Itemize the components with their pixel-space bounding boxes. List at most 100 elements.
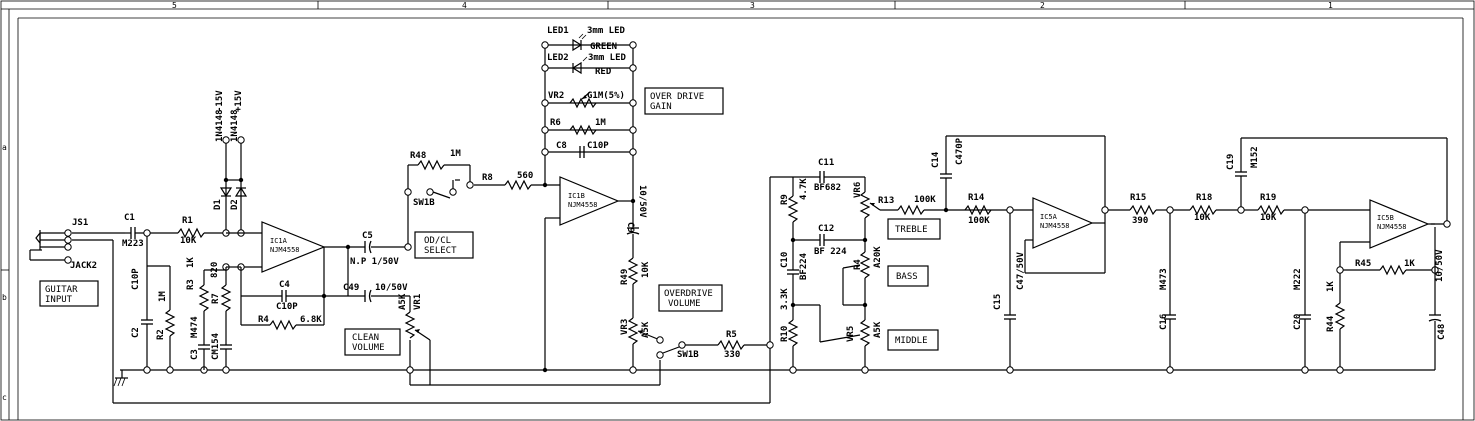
label-r14: R14 [968, 193, 985, 203]
label-m473: M473 [1159, 268, 1169, 290]
label-gain: GAIN [650, 102, 672, 112]
label-r6: R6 [550, 118, 561, 128]
label-c14: C14 [931, 151, 941, 168]
label-r1-value: 10K [180, 236, 197, 246]
label-ic5a-type: NJM4558 [1040, 222, 1070, 230]
label-r4-value: 6.8K [300, 315, 322, 325]
r14-resistor: R14 100K [943, 193, 1014, 226]
label-green: GREEN [590, 42, 617, 52]
label-r9-value: 4.7K [799, 178, 809, 200]
ic5b-opamp: IC5B NJM4558 R45 1K [1308, 138, 1451, 276]
label-r10: R10 [780, 326, 790, 342]
label-r7: R7 [211, 293, 221, 304]
ground-nodes [406, 366, 414, 374]
c48-capacitor: 10/50V C48 [1428, 223, 1447, 370]
label-jack2: JACK2 [70, 261, 97, 271]
border-col-5: 5 [172, 1, 177, 10]
border-col-2: 2 [1040, 1, 1045, 10]
label-c9-value: 10/50V [637, 185, 647, 218]
label-vr3-value: A5K [641, 321, 651, 338]
sw1b-upper-switch: SW1B OD/CL SELECT [404, 165, 474, 259]
vr1-potentiometer: A5K VR1 CLEAN VOLUME [344, 293, 431, 385]
label-c12-value: BF 224 [814, 247, 847, 257]
label-guitar: GUITAR [45, 285, 78, 295]
overdrive-feedback-network: LED1 3mm LED GREEN LED2 3mm LED RED VR2 … [541, 26, 724, 200]
label-c47: C47/50V [1016, 251, 1026, 290]
label-r4-bass: R4 [853, 259, 863, 270]
input-jack: JS1 JACK2 GUITAR INPUT [29, 218, 125, 307]
label-c15: C15 [993, 294, 1003, 310]
label-plus-15v: +15V [234, 90, 244, 112]
label-red: RED [595, 67, 612, 77]
label-r49: R49 [620, 269, 630, 285]
label-c4: C4 [279, 280, 290, 290]
c5-capacitor: C5 N.P 1/50V [345, 231, 412, 267]
label-r13: R13 [878, 196, 894, 206]
border-row-a: a [2, 143, 7, 152]
label-c4-value: C10P [276, 302, 298, 312]
label-d1-part: 1N4148 [215, 109, 225, 142]
guitar-input-box [39, 280, 99, 307]
label-d2: D2 [230, 199, 240, 210]
c16-capacitor: M473 C16 [1159, 213, 1176, 374]
label-c8: C8 [556, 141, 567, 151]
c10p-input-cap: C10P C2 [131, 236, 153, 374]
label-c5: C5 [362, 231, 373, 241]
border-row-c: c [2, 393, 7, 402]
ground-bus [112, 176, 1435, 404]
label-sw1b-upper: SW1B [413, 198, 435, 208]
label-r7-value: 820 [210, 262, 220, 278]
label-js1: JS1 [72, 218, 88, 228]
label-vr5-value: A5K [873, 321, 883, 338]
label-r1: R1 [182, 216, 193, 226]
sw1b-lower-switch: SW1B [656, 341, 718, 360]
label-c10: C10 [780, 252, 790, 268]
label-r6-value: 1M [595, 118, 606, 128]
label-od-volume: VOLUME [668, 299, 701, 309]
c4-r4-feedback: C4 C10P R4 6.8K [240, 267, 324, 331]
label-sw1b-lower: SW1B [677, 350, 699, 360]
label-r15-value: 390 [1132, 216, 1148, 226]
label-r48-value: 1M [450, 149, 461, 159]
border-col-3: 3 [750, 1, 755, 10]
r19-resistor: R19 10K [1244, 193, 1309, 223]
label-od-cl: OD/CL [424, 236, 451, 246]
label-c11: C11 [818, 158, 834, 168]
label-c1: C1 [124, 213, 135, 223]
label-r4-bass-value: A20K [873, 246, 883, 268]
label-volume: VOLUME [352, 343, 385, 353]
label-cm154: CM154 [211, 332, 221, 360]
diode-clamp: 1N4148 1N4148 -15V +15V D1 D2 [213, 90, 262, 237]
label-d1: D1 [213, 199, 223, 210]
label-r19: R19 [1260, 193, 1276, 203]
vr3-potentiometer: VR3 A5K [620, 317, 664, 374]
border-col-4: 4 [462, 1, 467, 10]
label-minus-15v: -15V [215, 90, 225, 112]
label-ic1b: IC1B [568, 192, 585, 200]
label-m152: M152 [1250, 146, 1260, 168]
clean-volume-box [344, 328, 401, 356]
label-led2: LED2 [547, 53, 569, 63]
c49-capacitor: C49 10/50V [324, 247, 410, 303]
label-c16: C16 [1159, 314, 1169, 330]
label-r5: R5 [726, 330, 737, 340]
r15-resistor: R15 390 [1108, 193, 1174, 226]
border-row-b: b [2, 293, 7, 302]
label-ic5a: IC5A [1040, 213, 1058, 221]
ground-symbol [113, 370, 128, 387]
label-vr1: VR1 [413, 294, 423, 310]
label-c14-value: C470P [955, 137, 965, 165]
label-c12: C12 [818, 224, 834, 234]
overdrive-volume-box [658, 284, 723, 312]
r48-resistor: R48 1M [408, 149, 474, 189]
label-vr2-value: G1M(5%) [587, 91, 625, 101]
label-vr3: VR3 [620, 319, 630, 335]
r3-resistor: R3 1K M474 C3 [186, 257, 226, 374]
label-r10-value: 3.3K [780, 288, 790, 310]
label-overdrive: OVERDRIVE [664, 289, 713, 299]
label-vr6: VR6 [853, 182, 863, 198]
label-c5-value: N.P 1/50V [350, 257, 399, 267]
label-input: INPUT [45, 295, 73, 305]
label-clean: CLEAN [352, 333, 379, 343]
